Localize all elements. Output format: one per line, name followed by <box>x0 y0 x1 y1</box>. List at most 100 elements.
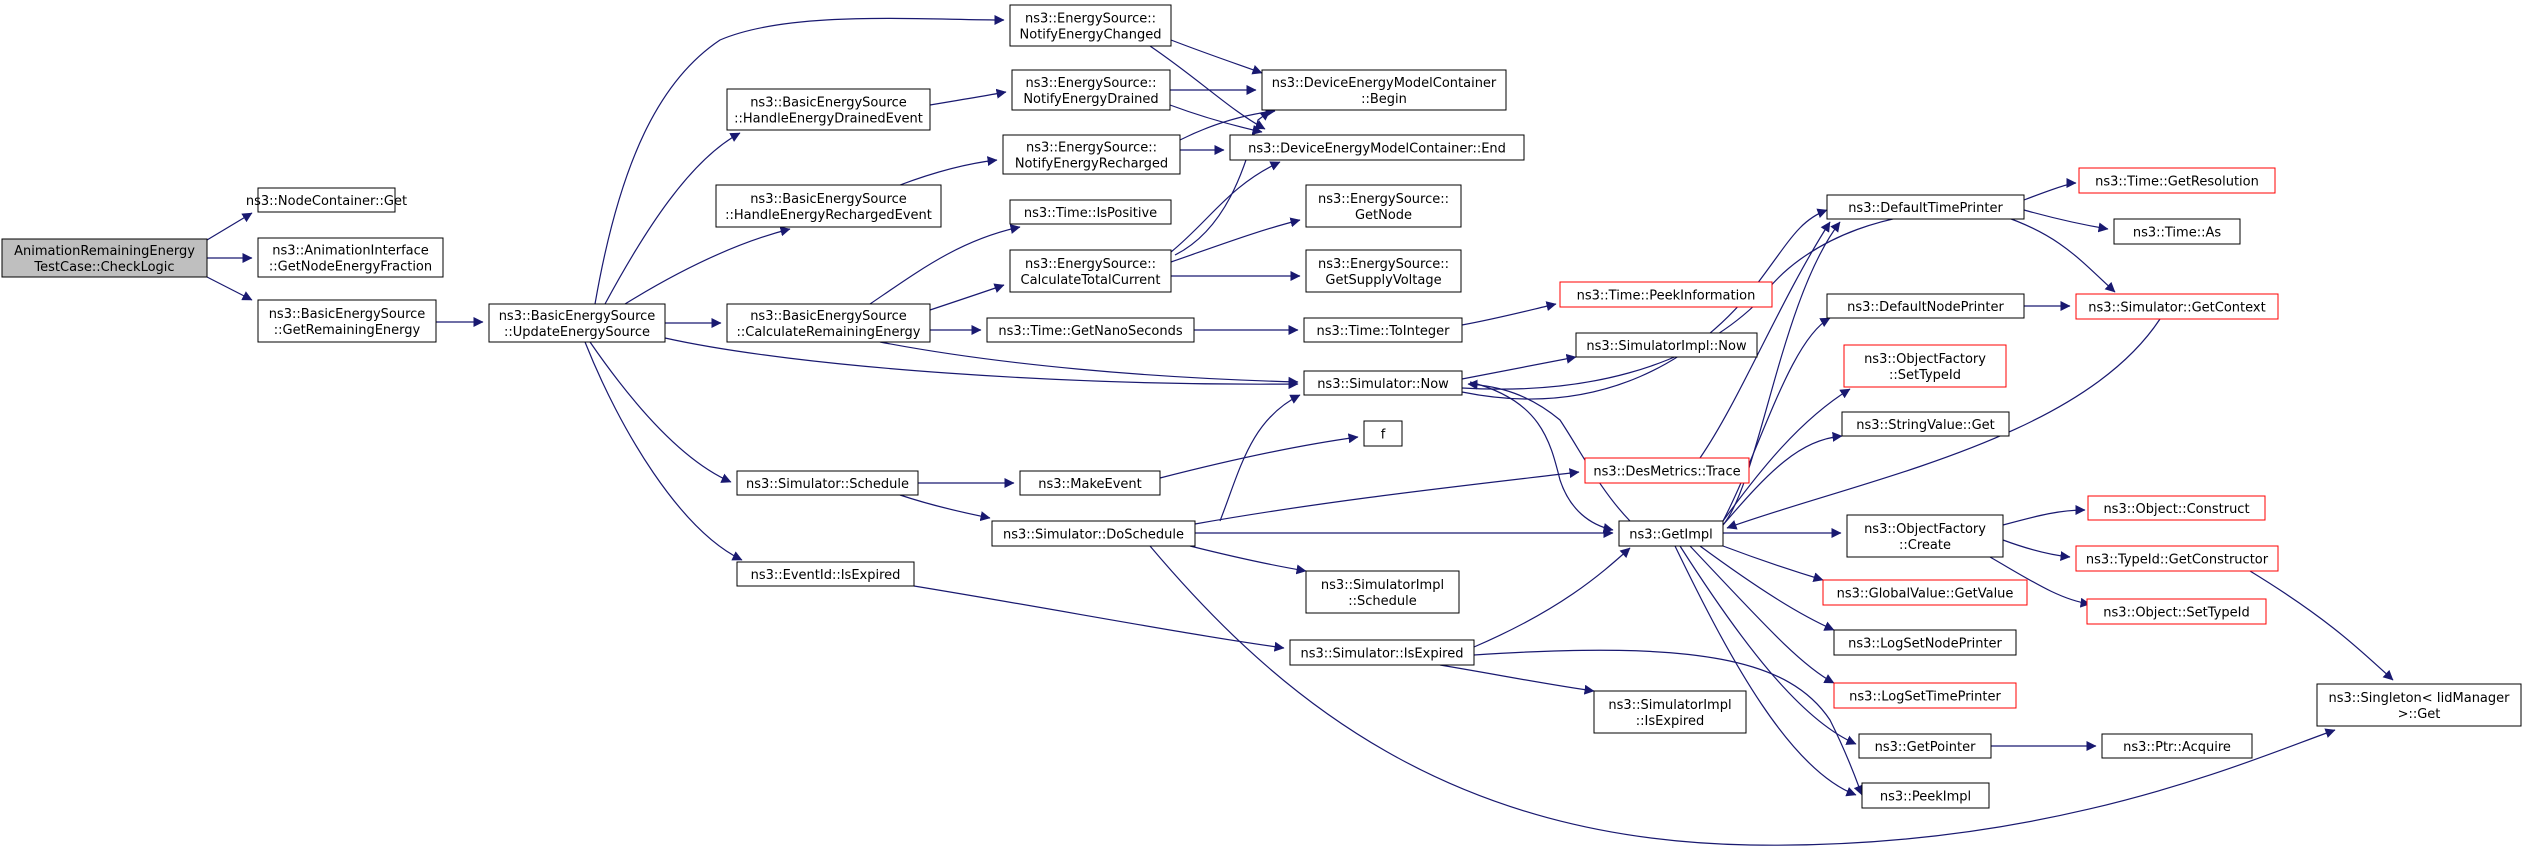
node-box <box>1011 69 1171 111</box>
node-ptr-acquire[interactable]: ns3::Ptr::Acquire <box>2101 733 2253 759</box>
node-label: ns3::BasicEnergySource <box>750 96 907 111</box>
node-handleenergydrainedevent[interactable]: ns3::BasicEnergySource::HandleEnergyDrai… <box>726 88 931 131</box>
node-objectfactory-create[interactable]: ns3::ObjectFactory::Create <box>1846 514 2004 558</box>
node-simulatorimpl-isexpired[interactable]: ns3::SimulatorImpl::IsExpired <box>1593 690 1747 734</box>
node-box <box>1846 514 2004 558</box>
node-box <box>1833 629 2017 656</box>
edge-getimpl-to-defaulttimeprinter <box>1722 221 1841 526</box>
node-notifyenergyrecharged[interactable]: ns3::EnergySource::NotifyEnergyRecharged <box>1002 134 1181 175</box>
node-time-peekinformation[interactable]: ns3::Time::PeekInformation <box>1559 281 1773 308</box>
node-simulator-getcontext[interactable]: ns3::Simulator::GetContext <box>2075 293 2279 320</box>
node-getsupplyvoltage[interactable]: ns3::EnergySource::GetSupplyVoltage <box>1305 249 1462 293</box>
node-typeid-getconstructor[interactable]: ns3::TypeId::GetConstructor <box>2075 545 2279 572</box>
node-getimpl[interactable]: ns3::GetImpl <box>1618 520 1724 547</box>
edge-typeid-getconstructor-to-singleton-get <box>2249 570 2394 681</box>
node-box <box>1584 457 1750 484</box>
node-box <box>1303 370 1463 396</box>
node-notifyenergydrained[interactable]: ns3::EnergySource::NotifyEnergyDrained <box>1011 69 1171 111</box>
node-peekimpl[interactable]: ns3::PeekImpl <box>1861 782 1990 809</box>
node-dem-end[interactable]: ns3::DeviceEnergyModelContainer::End <box>1229 134 1525 161</box>
node-box <box>1009 4 1172 47</box>
node-makeevent[interactable]: ns3::MakeEvent <box>1019 470 1161 496</box>
node-time-as[interactable]: ns3::Time::As <box>2113 218 2241 245</box>
node-box <box>2086 598 2267 625</box>
node-label: ::Schedule <box>1348 594 1417 609</box>
node-logsetnodeprinter[interactable]: ns3::LogSetNodePrinter <box>1833 629 2017 656</box>
edge-getimpl-to-logsetnodeprinter <box>1699 545 1835 631</box>
edge-calculatetotalcurrent-to-dem-begin <box>1174 110 1271 256</box>
edge-objectfactory-create-to-object-settypeid <box>1989 556 2091 608</box>
node-label: AnimationRemainingEnergy <box>14 244 195 259</box>
node-simulatorimpl-schedule[interactable]: ns3::SimulatorImpl::Schedule <box>1305 570 1460 614</box>
node-time-getresolution[interactable]: ns3::Time::GetResolution <box>2078 167 2276 194</box>
node-label: NotifyEnergyDrained <box>1023 92 1158 107</box>
node-box <box>2075 293 2279 320</box>
node-eventid-isexpired[interactable]: ns3::EventId::IsExpired <box>736 561 915 587</box>
node-getpointer[interactable]: ns3::GetPointer <box>1858 733 1992 759</box>
node-globalvalue-getvalue[interactable]: ns3::GlobalValue::GetValue <box>1822 579 2028 606</box>
node-label: ns3::EnergySource:: <box>1026 141 1157 156</box>
edge-calculateremainingenergy-to-time-ispositive <box>869 224 1021 305</box>
edge-simulator-doschedule-to-singleton-get <box>1149 545 2336 846</box>
node-label: ns3::StringValue::Get <box>1856 418 1994 433</box>
node-label: ns3::BasicEnergySource <box>750 309 907 324</box>
node-simulator-doschedule[interactable]: ns3::Simulator::DoSchedule <box>991 520 1196 547</box>
node-defaultnodeprinter[interactable]: ns3::DefaultNodePrinter <box>1826 293 2025 319</box>
node-simulator-isexpired[interactable]: ns3::Simulator::IsExpired <box>1289 639 1475 666</box>
edge-getimpl-to-stringvalue-get <box>1722 431 1843 526</box>
node-getnodeenergyfraction[interactable]: ns3::AnimationInterface::GetNodeEnergyFr… <box>257 237 444 278</box>
call-nodes: AnimationRemainingEnergyTestCase::CheckL… <box>1 4 2522 809</box>
edge-getimpl-to-simulator-now <box>1467 379 1631 522</box>
node-logsettimeprinter[interactable]: ns3::LogSetTimePrinter <box>1833 682 2017 709</box>
node-label: >::Get <box>2398 707 2441 722</box>
node-box <box>1261 69 1507 111</box>
node-box <box>1858 733 1992 759</box>
node-label: GetNode <box>1355 208 1412 223</box>
node-label: ns3::BasicEnergySource <box>750 192 907 207</box>
node-handleenergyrechargedevent[interactable]: ns3::BasicEnergySource::HandleEnergyRech… <box>715 184 942 228</box>
node-label: ns3::SimulatorImpl::Now <box>1586 339 1747 354</box>
node-dem-begin[interactable]: ns3::DeviceEnergyModelContainer::Begin <box>1261 69 1507 111</box>
node-simulator-schedule[interactable]: ns3::Simulator::Schedule <box>736 470 919 496</box>
node-objectfactory-settypeid[interactable]: ns3::ObjectFactory::SetTypeId <box>1843 344 2007 388</box>
node-box <box>715 184 942 228</box>
node-getremainingenergy[interactable]: ns3::BasicEnergySource::GetRemainingEner… <box>257 299 437 343</box>
node-desmetrics-trace[interactable]: ns3::DesMetrics::Trace <box>1584 457 1750 484</box>
edge-getimpl-to-peekimpl <box>1674 545 1857 797</box>
node-label: ns3::Object::Construct <box>2103 502 2249 517</box>
node-object-construct[interactable]: ns3::Object::Construct <box>2087 495 2266 521</box>
edge-updateenergysource-to-handleenergydrainedevent <box>604 132 741 305</box>
node-f[interactable]: f <box>1363 420 1403 447</box>
node-calculatetotalcurrent[interactable]: ns3::EnergySource::CalculateTotalCurrent <box>1009 249 1172 293</box>
edge-handleenergydrainedevent-to-notifyenergydrained <box>929 88 1007 106</box>
node-label: ns3::LogSetTimePrinter <box>1849 690 2001 705</box>
node-label: GetSupplyVoltage <box>1325 273 1441 288</box>
node-notifyenergychanged[interactable]: ns3::EnergySource::NotifyEnergyChanged <box>1009 4 1172 47</box>
edge-handleenergyrechargedevent-to-notifyenergyrecharged <box>899 156 998 186</box>
node-stringvalue-get[interactable]: ns3::StringValue::Get <box>1841 411 2010 437</box>
node-box <box>2316 683 2522 727</box>
node-nodecontainer-get[interactable]: ns3::NodeContainer::Get <box>246 187 407 213</box>
node-updateenergysource[interactable]: ns3::BasicEnergySource::UpdateEnergySour… <box>488 303 666 343</box>
edge-objectfactory-create-to-typeid-getconstructor <box>2002 539 2071 562</box>
node-time-getnanoseconds[interactable]: ns3::Time::GetNanoSeconds <box>986 317 1195 343</box>
node-label: ::Begin <box>1361 92 1407 107</box>
node-label: ns3::BasicEnergySource <box>269 307 426 322</box>
node-box <box>1 238 208 278</box>
node-label: ns3::ObjectFactory <box>1864 522 1986 537</box>
node-object-settypeid[interactable]: ns3::Object::SetTypeId <box>2086 598 2267 625</box>
node-label: ns3::DefaultNodePrinter <box>1847 300 2004 315</box>
node-calculateremainingenergy[interactable]: ns3::BasicEnergySource::CalculateRemaini… <box>726 303 931 343</box>
node-box <box>736 561 915 587</box>
node-time-ispositive[interactable]: ns3::Time::IsPositive <box>1009 199 1172 225</box>
node-label: ns3::GlobalValue::GetValue <box>1837 587 2014 602</box>
edge-calculatetotalcurrent-to-getnode <box>1170 217 1301 263</box>
node-singleton-get[interactable]: ns3::Singleton< IidManager >::Get <box>2316 683 2522 727</box>
node-box <box>1833 682 2017 709</box>
node-simulator-now[interactable]: ns3::Simulator::Now <box>1303 370 1463 396</box>
node-getnode[interactable]: ns3::EnergySource::GetNode <box>1305 184 1462 228</box>
node-simulatorimpl-now[interactable]: ns3::SimulatorImpl::Now <box>1575 332 1758 358</box>
node-time-tointeger[interactable]: ns3::Time::ToInteger <box>1303 317 1463 343</box>
node-root[interactable]: AnimationRemainingEnergyTestCase::CheckL… <box>1 238 208 278</box>
node-defaulttimeprinter[interactable]: ns3::DefaultTimePrinter <box>1826 194 2025 220</box>
